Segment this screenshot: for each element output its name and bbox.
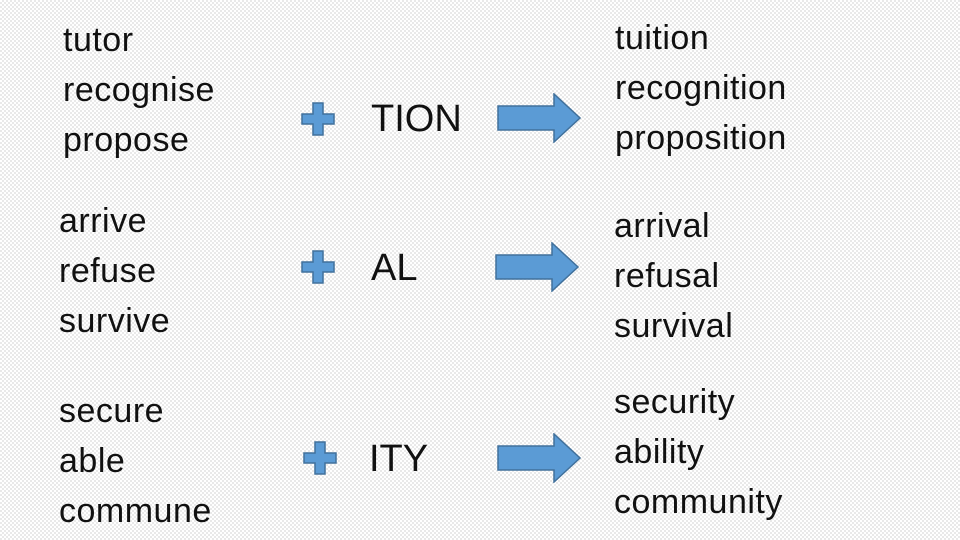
base-words-row-1: tutor recognise propose [63, 15, 215, 165]
base-words-row-3: secure able commune [59, 386, 212, 536]
base-word: tutor [63, 21, 134, 59]
result-word: arrival [614, 207, 711, 245]
suffix-label: AL [371, 247, 418, 289]
plus-icon [301, 250, 335, 284]
base-word: recognise [63, 71, 215, 109]
base-word: refuse [59, 252, 157, 290]
base-word: able [59, 442, 126, 480]
right-arrow-icon [497, 93, 581, 143]
result-word: proposition [615, 119, 787, 157]
base-word: propose [63, 121, 190, 159]
result-word: ability [614, 433, 705, 471]
base-word: secure [59, 392, 165, 430]
result-word: recognition [615, 69, 787, 107]
right-arrow-icon [497, 433, 581, 483]
plus-icon [301, 102, 335, 136]
result-words-row-1: tuition recognition proposition [615, 13, 787, 163]
right-arrow-icon [495, 242, 579, 292]
base-word: arrive [59, 202, 148, 240]
base-words-row-2: arrive refuse survive [59, 196, 170, 346]
result-word: tuition [615, 19, 710, 57]
result-words-row-2: arrival refusal survival [614, 201, 733, 351]
plus-icon [303, 441, 337, 475]
base-word: survive [59, 302, 171, 340]
result-word: refusal [614, 257, 720, 295]
result-words-row-3: security ability community [614, 377, 783, 527]
result-word: survival [614, 307, 734, 345]
result-word: security [614, 383, 736, 421]
suffix-label: ITY [369, 438, 429, 480]
suffix-label: TION [371, 98, 462, 140]
base-word: commune [59, 492, 212, 530]
result-word: community [614, 483, 783, 521]
